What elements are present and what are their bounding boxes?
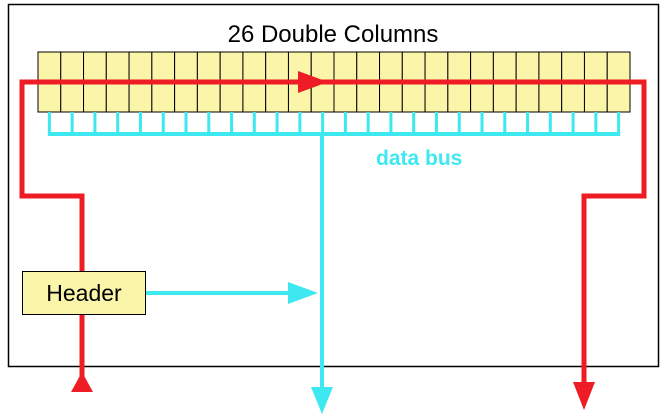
- column-cell: [492, 51, 517, 83]
- column-cell: [447, 81, 472, 113]
- outer-frame: [7, 3, 660, 368]
- column-cell: [60, 51, 85, 83]
- column-cell: [174, 51, 198, 83]
- column-cell: [561, 51, 585, 83]
- data-bus-label: data bus: [376, 147, 463, 170]
- column-cell: [515, 51, 540, 83]
- column-cell: [105, 81, 130, 113]
- column-cell: [447, 51, 472, 83]
- column-cell: [37, 51, 62, 83]
- column-cell: [538, 51, 563, 83]
- column-cell: [379, 51, 403, 83]
- column-cell: [470, 81, 494, 113]
- column-cell: [219, 51, 244, 83]
- column-cell: [151, 51, 176, 83]
- readout-output-arrow: [573, 382, 595, 410]
- column-cell: [379, 81, 403, 113]
- column-cell: [515, 81, 540, 113]
- columns-grid: [37, 51, 631, 113]
- column-cell: [333, 81, 358, 113]
- header-box: Header: [22, 271, 146, 315]
- diagram-title: 26 Double Columns: [227, 21, 439, 48]
- column-cell: [583, 81, 608, 113]
- column-cell: [606, 51, 631, 83]
- column-cell: [196, 51, 221, 83]
- column-cell: [83, 51, 107, 83]
- readout-input-arrow: [71, 372, 93, 392]
- column-cell: [128, 51, 153, 83]
- column-cell: [606, 81, 631, 113]
- header-label: Header: [46, 279, 122, 306]
- header-to-bus-arrowhead: [288, 282, 318, 304]
- column-cell: [265, 51, 289, 83]
- column-cell: [356, 81, 381, 113]
- column-cell: [242, 81, 267, 113]
- column-cell: [196, 81, 221, 113]
- column-cell: [356, 51, 381, 83]
- column-cell: [401, 51, 426, 83]
- column-cell: [492, 81, 517, 113]
- column-cell: [219, 81, 244, 113]
- column-cell: [538, 81, 563, 113]
- column-cell: [561, 81, 585, 113]
- column-cell: [583, 51, 608, 83]
- column-cell: [424, 81, 449, 113]
- column-cell: [105, 51, 130, 83]
- column-cell: [242, 51, 267, 83]
- column-cell: [174, 81, 198, 113]
- column-cell: [37, 81, 62, 113]
- column-cell: [60, 81, 85, 113]
- data-bus-teeth: [47, 112, 621, 134]
- column-cell: [333, 51, 358, 83]
- column-cell: [470, 51, 494, 83]
- column-cell: [83, 81, 107, 113]
- readout-direction-arrow: [298, 71, 328, 93]
- column-cell: [128, 81, 153, 113]
- column-cell: [401, 81, 426, 113]
- column-cell: [424, 51, 449, 83]
- column-cell: [151, 81, 176, 113]
- column-cell: [265, 81, 289, 113]
- data-bus-down-arrow: [311, 387, 333, 414]
- readout-path: [19, 79, 647, 392]
